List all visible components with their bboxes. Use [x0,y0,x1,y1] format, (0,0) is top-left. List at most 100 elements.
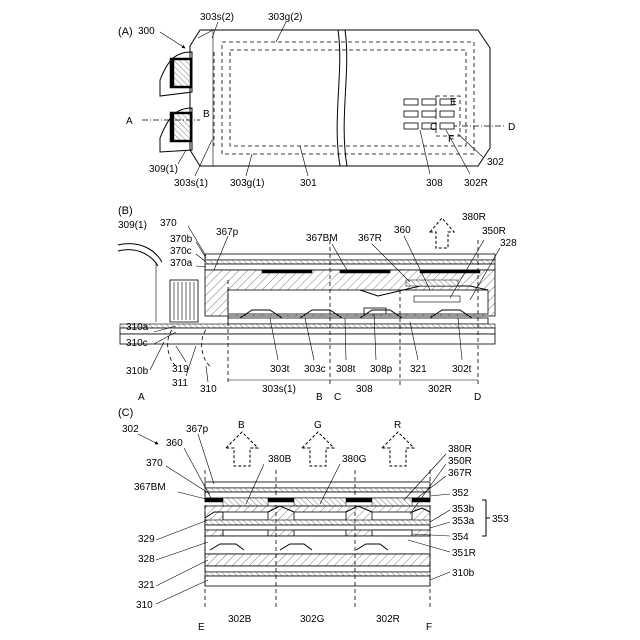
c-label-321: 321 [138,580,155,591]
label-309-1: 309(1) [149,164,178,175]
c-leader-352 [430,494,450,496]
c-layer-321 [205,554,430,566]
label-302: 302 [487,157,504,168]
label-b-span-308: 308 [356,384,373,395]
c-label-353b: 353b [452,504,475,515]
c-leader-321 [156,560,208,586]
label-b-303c: 303c [304,364,326,375]
emission-arrow-r [382,432,414,466]
label-b-310c: 310c [126,338,148,349]
label-b-cut-a: A [138,392,145,403]
flex-connector-top [160,52,192,96]
label-b-cut-b: B [316,392,323,403]
label-303g2: 303g(2) [268,12,302,23]
c-leader-329 [156,520,208,540]
leader-b-310 [206,366,208,382]
label-b-367R: 367R [358,233,382,244]
c-leader-353b [430,510,450,522]
c-leader-360 [184,448,212,500]
color-filter-367R [406,280,458,286]
c-label-380G: 380G [342,454,367,465]
c-layer-370-bottom [205,492,430,498]
label-b-367p: 367p [216,227,239,238]
panel-c-label: (C) [118,407,133,419]
c-label-352: 352 [452,488,469,499]
panel-b: (B) [118,205,517,403]
c-leader-310b [430,572,450,580]
c-label-302R: 302R [376,614,400,625]
leader-303s1 [195,140,212,176]
label-b-370: 370 [160,218,177,229]
label-308: 308 [426,178,443,189]
c-color-filter-g [294,498,346,506]
c-layer-310b [205,576,430,586]
c-layer-354-g [294,530,346,536]
c-layer-310-mid [205,572,430,576]
layer-310a [120,324,495,328]
label-b-span-303s1: 303s(1) [262,384,296,395]
c-label-367R: 367R [448,468,472,479]
label-b-303t: 303t [270,364,290,375]
c-label-328: 328 [138,554,155,565]
c-label-cut-f: F [426,622,432,633]
c-layer-352-g [294,512,346,520]
panel-b-label: (B) [118,205,133,217]
label-b-370c: 370c [170,246,192,257]
c-label-310b: 310b [452,568,475,579]
c-arrow-label-r: R [394,420,401,431]
label-cut-b: B [203,109,210,120]
c-leader-328 [156,542,208,560]
emission-arrow-b [226,432,258,466]
leader-303g1 [246,154,252,176]
c-layer-354-b [223,530,268,536]
leader-309-1 [178,150,186,164]
c-label-cut-e: E [198,622,205,633]
label-303s2: 303s(2) [200,12,234,23]
label-b-370b: 370b [170,234,193,245]
c-blackmatrix-1 [205,498,223,502]
panel-c: (C) [118,407,509,633]
c-label-360: 360 [166,438,183,449]
label-303s1: 303s(1) [174,178,208,189]
label-b-350R: 350R [482,226,506,237]
c-arrow-label-g: G [314,420,322,431]
emission-arrow-380R [430,218,454,248]
label-302R: 302R [464,178,488,189]
blackmatrix-1 [262,270,312,273]
label-b-308t: 308t [336,364,356,375]
c-blackmatrix-3 [346,498,372,502]
c-label-302G: 302G [300,614,325,625]
c-label-370: 370 [146,458,163,469]
c-layer-354-r [372,530,412,536]
label-b-310: 310 [200,384,217,395]
label-b-cut-c: C [334,392,341,403]
c-label-367BM: 367BM [134,482,166,493]
c-label-350R: 350R [448,456,472,467]
c-leader-370 [166,466,210,494]
layer-370a [205,264,495,270]
layer-370c [205,260,495,264]
c-label-302B: 302B [228,614,252,625]
c-leader-353a [430,522,450,528]
label-b-321: 321 [410,364,427,375]
c-label-380R: 380R [448,444,472,455]
c-blackmatrix-2 [268,498,294,502]
c-arrow-label-b: B [238,420,245,431]
flex-cable-line-2 [118,250,158,266]
layer-321 [228,318,488,324]
label-b-360: 360 [394,225,411,236]
c-color-filter-b [223,498,268,506]
blackmatrix-3 [420,270,480,273]
element-350R [414,296,460,302]
c-layer-353b [205,520,430,525]
label-b-308p: 308p [370,364,393,375]
panel-a: (A) [118,12,515,189]
label-cut-e: E [450,97,457,108]
leader-b-310b [150,342,164,370]
panel-a-label: (A) [118,26,133,38]
c-leader-302 [138,434,158,444]
c-color-filter-r [372,498,412,506]
label-b-311: 311 [172,378,188,389]
c-label-310: 310 [136,600,153,611]
